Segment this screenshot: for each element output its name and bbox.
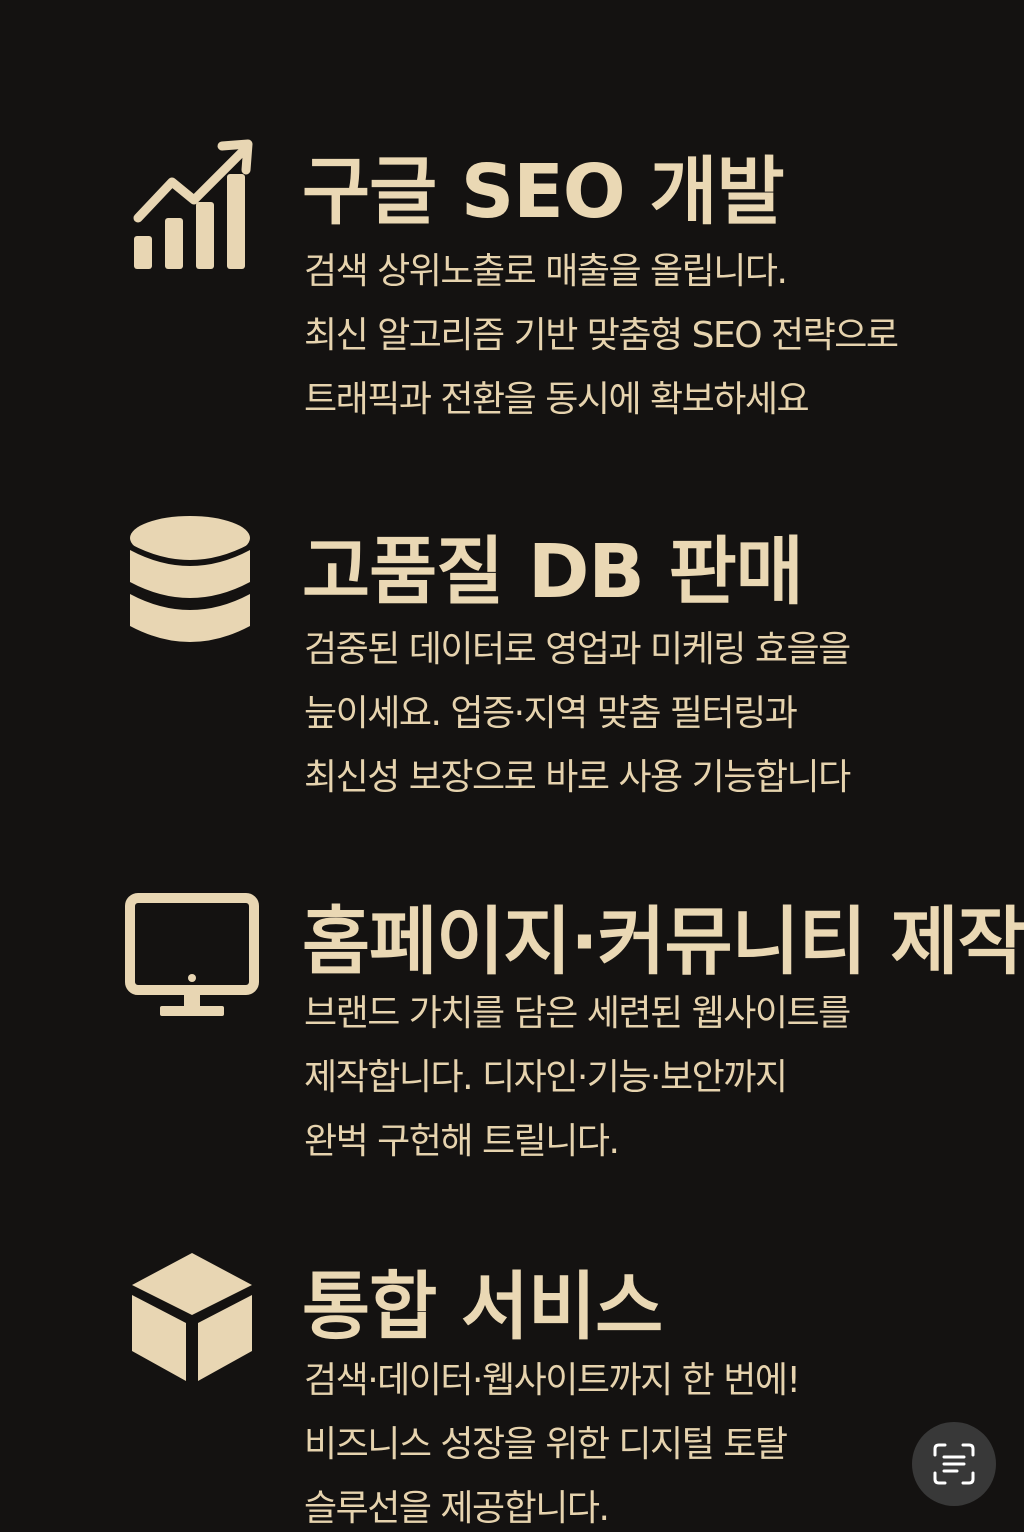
cube-icon — [122, 1245, 262, 1385]
description-line: 슬루선을 제공합니다. — [304, 1488, 610, 1529]
description-line: 늪이세요. 업증·지역 맞춤 필터링과 — [304, 693, 798, 734]
description-line: 최신 알고리즘 기반 맞춤형 SEO 전략으로 — [304, 315, 899, 356]
service-title: 홈페이지·커뮤니티 제작 — [302, 899, 1024, 985]
service-description: 브랜드 가치를 담은 세련된 웹사이트를 제작합니다. 디자인·기능·보안까지 … — [304, 982, 851, 1174]
text-scan-button[interactable] — [912, 1422, 996, 1506]
service-title: 고품질 DB 판매 — [302, 529, 804, 615]
description-line: 검색 상위노출로 매출을 올립니다. — [304, 251, 788, 292]
service-description: 검중된 데이터로 영업과 미케링 효을을 늪이세요. 업증·지역 맞춤 필터링과… — [304, 618, 851, 810]
service-title: 통합 서비스 — [302, 1264, 663, 1350]
service-title: 구글 SEO 개발 — [302, 149, 785, 235]
database-icon — [122, 510, 262, 650]
growth-chart-icon — [122, 130, 262, 270]
description-line: 비즈니스 성장을 위한 디지털 토탈 — [304, 1424, 788, 1465]
text-scan-icon — [933, 1443, 975, 1485]
description-line: 검중된 데이터로 영업과 미케링 효을을 — [304, 629, 851, 670]
description-line: 제작합니다. 디자인·기능·보안까지 — [304, 1057, 788, 1098]
service-description: 검색·데이터·웹사이트까지 한 번에! 비즈니스 성장을 위한 디지털 토탈 슬… — [304, 1349, 801, 1532]
description-line: 브랜드 가치를 담은 세련된 웹사이트를 — [304, 993, 851, 1034]
monitor-icon — [122, 880, 262, 1020]
description-line: 최신성 보장으로 바로 사용 기능합니다 — [304, 757, 851, 798]
description-line: 검색·데이터·웹사이트까지 한 번에! — [304, 1360, 801, 1401]
description-line: 완벅 구헌해 트릴니다. — [304, 1121, 620, 1162]
description-line: 트래픽과 전환을 동시에 확보하세요 — [304, 379, 810, 420]
service-description: 검색 상위노출로 매출을 올립니다. 최신 알고리즘 기반 맞춤형 SEO 전략… — [304, 240, 899, 432]
